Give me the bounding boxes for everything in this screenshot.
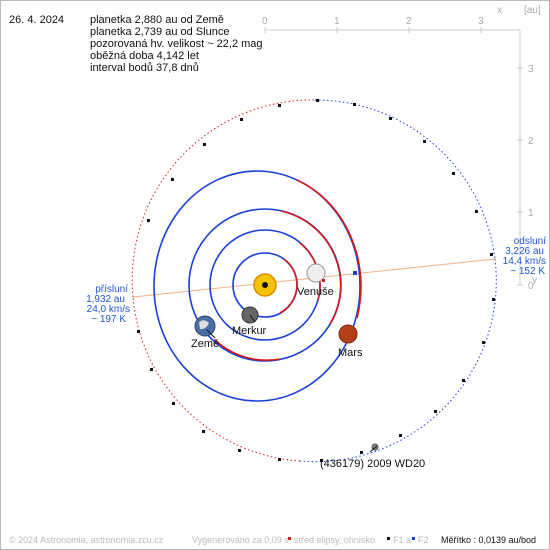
asteroid-orbit-blue-upper [314,99,496,260]
orbit-point [278,104,281,107]
orbit-point [320,459,323,462]
earth-label: Země [191,338,219,350]
earth-icon-clouds [199,320,209,330]
perihelion-label: přísluní 1,932 au 24,0 km/s ~ 197 K [86,284,130,325]
copyright-text: © 2024 Astronomia, astronomia.zcu.cz [9,535,164,545]
y-axis-label: y [532,275,537,286]
y-tick-label: 2 [528,136,534,147]
perihelion-temperature: ~ 197 K [91,314,126,325]
orbit-point [389,117,392,120]
aphelion-velocity: 14,4 km/s [503,256,546,267]
legend-center-marker [288,537,291,540]
orbit-point [434,410,437,413]
x-axis-label: x [497,5,502,16]
info-interval: interval bodů 37,8 dnů [90,62,199,74]
aphelion-label: odsluní 3,226 au 14,4 km/s ~ 152 K [503,236,547,277]
orbit-point [353,103,356,106]
orbit-point [137,330,140,333]
mars-label: Mars [338,347,363,359]
mars-orbit-arc [296,179,362,319]
orbit-point [462,379,465,382]
date-label: 26. 4. 2024 [9,14,65,26]
orbit-point [316,99,319,102]
earth-pointer [206,329,216,339]
venus-marker [322,279,325,282]
mercury-label: Merkur [232,325,267,337]
scale-text: Měřítko : 0,0139 au/bod [441,535,537,545]
orbit-point [171,178,174,181]
asteroid-orbit-red-upper [131,99,316,298]
y-tick-label: 0 [528,281,534,292]
legend-f2-text: F2 [418,535,429,545]
asteroid-orbit-red-lower [132,296,301,462]
legend-f1-marker [387,537,390,540]
x-tick-label: 1 [334,16,340,27]
venus-icon [306,263,326,283]
orbit-point [492,298,495,301]
earth-orbit-arc [280,210,342,325]
perihelion-title: přísluní [95,284,128,295]
orbit-point [482,341,485,344]
orbit-point [202,430,205,433]
orbit-point [147,219,150,222]
venus-label: Venuše [297,286,334,298]
unit-label: [au] [524,5,541,16]
orbit-point [203,143,206,146]
y-tick-label: 3 [528,64,534,75]
sun-focus-marker [262,282,268,288]
orbit-point [423,140,426,143]
axes [264,27,523,286]
aphelion-title: odsluní [514,236,546,247]
mars-orbit [153,170,361,402]
legend-f2-marker [412,537,415,540]
orbit-point [399,434,402,437]
generated-text: Vygenerováno za 0,09 s [192,535,289,545]
info-period: oběžná doba 4,142 let [90,50,199,62]
perihelion-distance: 1,932 au [86,294,125,305]
y-tick-label: 1 [528,208,534,219]
legend-center-text: střed elipsy, ohnisko [294,535,375,545]
asteroid-orbit-blue-lower [299,258,497,463]
legend-f1-text: F1 a [393,535,412,545]
x-tick-label: 0 [262,16,268,27]
mercury-orbit-arc [279,258,298,314]
orbit-point [360,451,363,454]
ellipse-center-marker [353,271,357,275]
info-distance-earth: planetka 2,880 au od Země [90,14,224,26]
earth-orbit-arc [214,339,281,361]
info-distance-sun: planetka 2,739 au od Slunce [90,26,230,38]
x-tick-label: 3 [478,16,484,27]
aphelion-temperature: ~ 152 K [510,266,545,277]
info-magnitude: pozorovaná hv. velikost ~ 22,2 mag [90,38,263,50]
orbit-point [278,458,281,461]
x-tick-label: 2 [406,16,412,27]
mercury-pointer [249,314,256,323]
orbit-point [240,118,243,121]
orbit-point [238,449,241,452]
orbit-point [490,253,493,256]
perihelion-velocity: 24,0 km/s [87,304,130,315]
mars-icon [338,324,358,344]
asteroid-label: (436179) 2009 WD20 [320,458,425,470]
orbit-point [172,402,175,405]
orbit-point [150,368,153,371]
orbit-point [452,172,455,175]
orbit-point [475,210,478,213]
aphelion-distance: 3,226 au [505,246,544,257]
asteroid-pointer [369,445,378,453]
